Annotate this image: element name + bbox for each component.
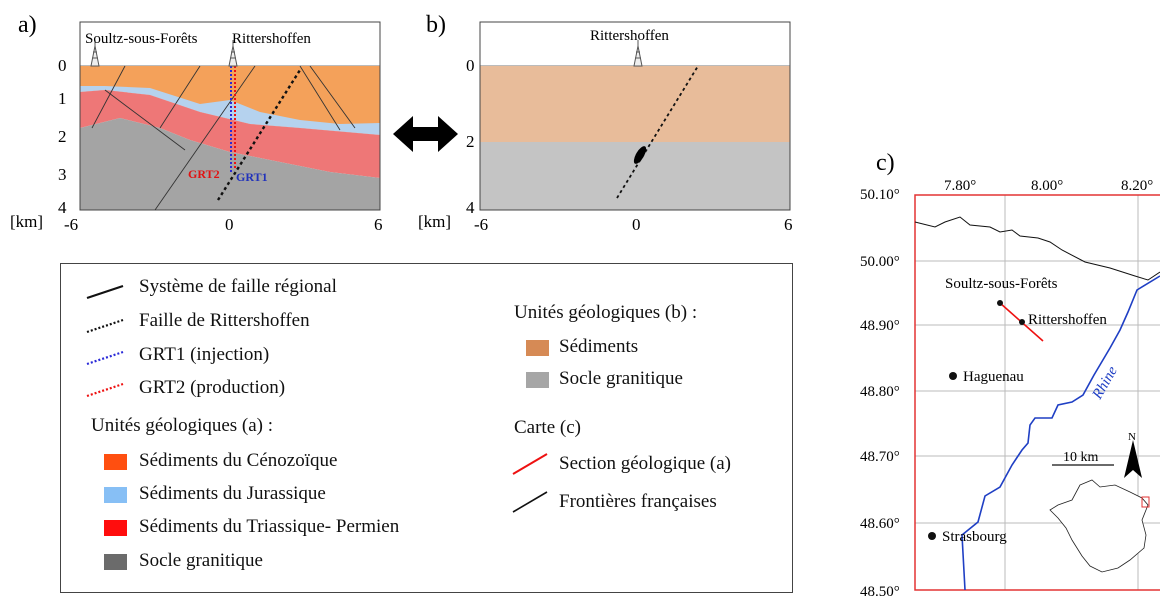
depth-tick: 0 (58, 56, 67, 75)
legend-heading-b: Unités géologiques (b) : (514, 302, 698, 323)
legend-line-symbols (86, 284, 124, 398)
legend-heading-a: Unités géologiques (a) : (91, 415, 274, 436)
legend-heading-c: Carte (c) (514, 417, 581, 438)
regional-faults (91, 65, 356, 211)
town-label: Haguenau (963, 369, 1024, 385)
legend-map-item: Section géologique (a) (559, 453, 732, 474)
legend-unit-b: Socle granitique (559, 368, 683, 389)
derrick-icon (633, 40, 643, 67)
lat-tick: 48.60° (860, 516, 900, 532)
town-dot (1019, 319, 1025, 325)
grt2-label: GRT2 (188, 167, 220, 181)
legend-unit: Sédiments du Cénozoïque (139, 450, 338, 471)
depth-tick: 4 (466, 198, 475, 217)
map-c: Soultz-sous-Forêts Rittershoffen Haguena… (860, 178, 1160, 600)
river-label: Rhine (1089, 363, 1121, 402)
lat-tick: 50.00° (860, 254, 900, 270)
legend-item: Faille de Rittershoffen (139, 310, 310, 331)
soultz-label: Soultz-sous-Forêts (85, 31, 198, 47)
swatch-b-basement (526, 372, 549, 388)
section-line-icon (512, 453, 548, 475)
france-inset (1049, 479, 1149, 573)
swatch-cenozoic (104, 454, 127, 470)
panel-b-frame (479, 21, 791, 211)
panel-c-tag: c) (876, 150, 895, 176)
legend-unit: Socle granitique (139, 550, 263, 571)
red-dotted-icon (86, 382, 124, 398)
x-tick: -6 (64, 215, 78, 234)
rittershoffen-label: Rittershoffen (232, 31, 311, 47)
km-unit: [km] (10, 212, 43, 231)
legend-item: GRT2 (production) (139, 377, 286, 398)
depth-tick: 1 (58, 89, 67, 108)
french-border (914, 216, 1160, 281)
north-label: N (1128, 431, 1136, 443)
lon-tick: 8.20° (1121, 178, 1153, 194)
depth-tick: 4 (58, 198, 67, 217)
double-arrow-icon (393, 116, 458, 152)
km-unit-b: [km] (418, 212, 451, 231)
town-dot (997, 300, 1003, 306)
solid-line-icon (86, 284, 124, 300)
derrick-icon (90, 40, 100, 67)
inset-marker (1141, 496, 1150, 508)
scale-label: 10 km (1063, 450, 1099, 465)
rittershoffen-fault-a (216, 69, 302, 201)
x-tick: -6 (474, 215, 488, 234)
swatch-jurassic (104, 487, 127, 503)
swatch-triassic (104, 520, 127, 536)
lat-tick: 48.50° (860, 584, 900, 600)
x-tick: 6 (374, 215, 383, 234)
grt1-label: GRT1 (236, 170, 268, 184)
legend-unit-b: Sédiments (559, 336, 639, 357)
dotted-line-icon (86, 318, 124, 334)
x-tick: 0 (225, 215, 234, 234)
cross-section-a: Soultz-sous-Forêts Rittershoffen GRT2 GR… (10, 21, 383, 234)
depth-tick: 3 (58, 165, 67, 184)
lat-tick: 48.80° (860, 384, 900, 400)
legend-unit: Sédiments du Jurassique (139, 483, 326, 504)
lon-tick: 7.80° (944, 178, 976, 194)
legend-unit: Sédiments du Triassique- Permien (139, 516, 400, 537)
border-line-icon (512, 491, 548, 513)
town-dot (928, 532, 936, 540)
lon-tick: 8.00° (1031, 178, 1063, 194)
legend-item: Système de faille régional (139, 276, 337, 297)
rittershoffen-fault-b (616, 65, 699, 199)
lat-tick: 48.70° (860, 449, 900, 465)
lat-tick: 50.10° (860, 187, 900, 203)
town-label: Strasbourg (942, 529, 1007, 545)
x-tick: 0 (632, 215, 641, 234)
town-dot (949, 372, 957, 380)
depth-tick: 2 (466, 132, 475, 151)
town-label: Soultz-sous-Forêts (945, 276, 1058, 292)
fault-lens (633, 146, 647, 164)
legend-item: GRT1 (injection) (139, 344, 270, 365)
b-sediment-layer (480, 66, 790, 142)
panel-a-frame (79, 21, 381, 211)
legend-map-symbols (512, 453, 548, 513)
derrick-icon (228, 40, 238, 67)
legend: Système de faille régional Faille de Rit… (60, 263, 793, 593)
rhine-river (961, 275, 1160, 591)
lat-tick: 48.90° (860, 318, 900, 334)
north-arrow-icon (1124, 440, 1142, 478)
b-basement-layer (480, 142, 790, 210)
panel-a-tag: a) (18, 12, 37, 38)
depth-tick: 0 (466, 56, 475, 75)
depth-tick: 2 (58, 127, 67, 146)
blue-dotted-icon (86, 350, 124, 366)
town-label: Rittershoffen (1028, 312, 1107, 328)
swatch-basement (104, 554, 127, 570)
cross-section-b: Rittershoffen 0 2 4 [km] -6 0 6 (418, 21, 793, 234)
panel-b-tag: b) (426, 12, 446, 38)
x-tick: 6 (784, 215, 793, 234)
map-frame (914, 194, 1160, 591)
rittershoffen-label-b: Rittershoffen (590, 28, 669, 44)
legend-map-item: Frontières françaises (559, 491, 717, 512)
swatch-b-sediment (526, 340, 549, 356)
